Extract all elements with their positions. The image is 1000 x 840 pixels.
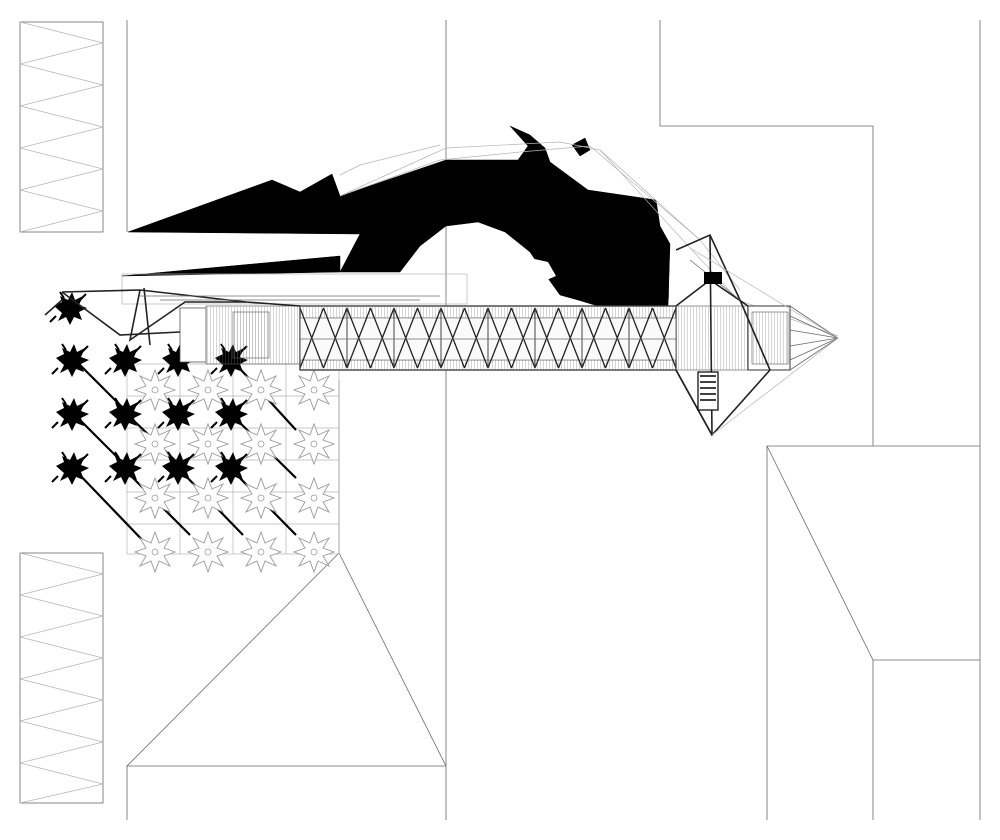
truss-member: [557, 307, 583, 369]
stair-panel-top: [19, 21, 104, 233]
truss-member: [487, 307, 513, 369]
light-tree: [240, 423, 282, 465]
truss-member: [510, 307, 536, 369]
truss-member: [628, 307, 654, 369]
light-tree: [134, 477, 176, 519]
truss-member: [651, 307, 677, 369]
truss-member: [322, 307, 348, 369]
light-tree: [240, 369, 282, 411]
truss-member: [393, 307, 419, 369]
truss-member: [369, 307, 395, 369]
truss-member: [534, 307, 560, 369]
dark-tree: [51, 343, 90, 378]
stair-panel-bottom: [19, 552, 104, 804]
dark-tree: [104, 397, 143, 432]
light-tree: [293, 369, 335, 411]
light-tree: [240, 477, 282, 519]
light-tree: [293, 423, 335, 465]
left-truss: [44, 287, 440, 346]
truss-member: [581, 307, 607, 369]
stair-landing: [179, 305, 301, 365]
light-tree: [293, 531, 335, 573]
light-tree: [187, 531, 229, 573]
light-tree: [240, 531, 282, 573]
light-tree: [187, 477, 229, 519]
truss-member: [299, 307, 325, 369]
pavilion: [647, 233, 839, 437]
dark-tree: [157, 397, 196, 432]
light-tree: [134, 531, 176, 573]
truss-member: [604, 307, 630, 369]
truss-member: [440, 307, 466, 369]
building-outlines: [126, 20, 981, 820]
shadow-mass: [121, 125, 671, 307]
roof-lines: [121, 141, 839, 337]
truss-member: [346, 307, 372, 369]
truss-member: [463, 307, 489, 369]
light-tree: [293, 477, 335, 519]
bridge: [299, 305, 677, 371]
dark-tree: [104, 343, 143, 378]
truss-member: [416, 307, 442, 369]
dark-tree: [51, 397, 90, 432]
